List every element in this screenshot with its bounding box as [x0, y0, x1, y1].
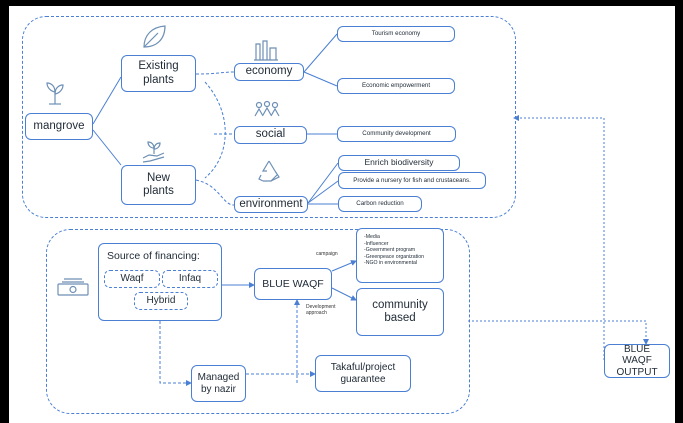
edge-economy-empowerment [303, 71, 338, 87]
edge-environment-nursery [307, 180, 339, 204]
frame-right [675, 0, 683, 423]
hybrid-node: Hybrid [134, 292, 188, 310]
carbon-reduction-label: Carbon reduction [356, 200, 404, 208]
community-development-node: Community development [337, 126, 456, 142]
edge-bluewaqf-community [331, 287, 357, 301]
community-development-label: Community development [362, 130, 431, 138]
people-icon [254, 100, 280, 117]
edge-economy-tourism [303, 33, 338, 73]
edge-bluewaqf-campaign [331, 260, 357, 272]
blue-waqf-node: BLUE WAQF [254, 268, 332, 300]
mangrove-label: mangrove [33, 119, 85, 132]
community-based-label: community based [372, 298, 428, 324]
community-based-node: community based [356, 288, 444, 336]
recycle-icon [258, 160, 280, 182]
existing-plants-label: Existing plants [138, 60, 179, 86]
edge-output-feedback [513, 115, 605, 360]
sprout-icon [46, 82, 64, 105]
edge-plants-economy [195, 71, 236, 75]
enrich-biodiversity-node: Enrich biodiversity [338, 155, 460, 171]
waqf-label: Waqf [120, 273, 144, 285]
edge-environment-biodiversity [307, 162, 339, 204]
development-approach-label: Development approach [306, 304, 336, 316]
takaful-label: Takaful/project guarantee [330, 362, 396, 385]
new-plants-label: New plants [143, 171, 174, 197]
enrich-biodiversity-label: Enrich biodiversity [364, 157, 434, 168]
frame-top [0, 0, 683, 6]
social-label: social [255, 128, 286, 141]
economic-empowerment-label: Economic empowerment [361, 82, 431, 90]
economic-empowerment-node: Economic empowerment [337, 78, 455, 94]
social-node: social [234, 126, 307, 144]
edge-source-nazir [159, 321, 192, 386]
source-title: Source of financing: [107, 250, 200, 262]
nursery-label: Provide a nursery for fish and crustacea… [353, 176, 471, 184]
money-icon [57, 278, 89, 296]
tourism-economy-label: Tourism economy [371, 30, 421, 38]
blue-waqf-output-label: BLUE WAQF OUTPUT [616, 343, 658, 378]
edge-plants-environment [195, 179, 235, 206]
managed-by-nazir-label: Managed by nazir [197, 372, 240, 395]
campaign-list-node: -Media -Influencer -Government program -… [356, 228, 444, 283]
edge-plants-branch [204, 81, 226, 179]
existing-plants-node: Existing plants [121, 55, 196, 92]
takaful-node: Takaful/project guarantee [315, 355, 411, 392]
environment-node: environment [234, 196, 308, 213]
economy-label: economy [245, 65, 293, 78]
frame-left [0, 0, 9, 423]
economy-node: economy [234, 63, 304, 81]
infaq-label: Infaq [178, 273, 202, 285]
edge-mangrove-existing [92, 76, 122, 125]
hybrid-label: Hybrid [146, 295, 176, 307]
new-plants-node: New plants [121, 165, 196, 205]
infaq-node: Infaq [162, 270, 218, 288]
nursery-node: Provide a nursery for fish and crustacea… [338, 172, 486, 189]
tourism-economy-node: Tourism economy [337, 26, 455, 42]
carbon-reduction-node: Carbon reduction [338, 196, 422, 212]
leaf-icon [143, 25, 166, 48]
campaign-list-text: -Media -Influencer -Government program -… [364, 234, 424, 266]
hand-plant-icon [142, 141, 165, 163]
mangrove-node: mangrove [25, 113, 93, 140]
campaign-label: campaign [316, 251, 338, 257]
blue-waqf-label: BLUE WAQF [262, 277, 324, 290]
managed-by-nazir-node: Managed by nazir [191, 365, 246, 402]
factory-icon [254, 40, 278, 61]
waqf-node: Waqf [104, 270, 160, 288]
blue-waqf-output-node: BLUE WAQF OUTPUT [604, 344, 670, 378]
environment-label: environment [239, 197, 303, 210]
edge-mangrove-new [92, 129, 122, 166]
edge-bottom-output [468, 320, 649, 345]
